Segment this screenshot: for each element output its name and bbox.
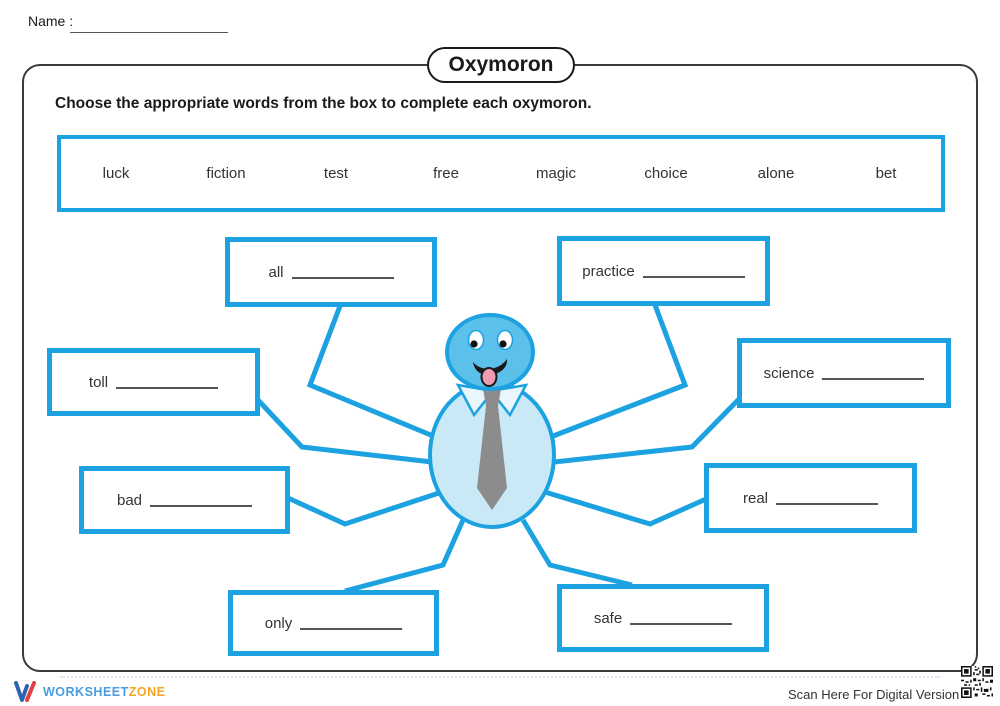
print-artifact-dots [60, 676, 940, 678]
answer-blank[interactable] [630, 612, 733, 625]
answer-box-bad: bad [79, 466, 290, 534]
word-bank-item: free [433, 165, 459, 182]
page-title: Oxymoron [427, 47, 575, 83]
answer-label: real [742, 489, 768, 507]
answer-box-science: science [737, 338, 951, 408]
answer-label: practice [582, 262, 635, 280]
word-bank: luck fiction test free magic choice alon… [57, 135, 945, 212]
worksheetzone-logo-icon [14, 681, 36, 702]
answer-label: toll [88, 373, 109, 391]
answer-blank[interactable] [776, 492, 878, 505]
brand-logo: WORKSHEETZONE [14, 681, 165, 702]
instruction-text: Choose the appropriate words from the bo… [55, 95, 592, 112]
answer-label: science [763, 364, 815, 382]
answer-blank[interactable] [822, 367, 925, 380]
brand-zone-text: ZONE [128, 684, 166, 699]
answer-blank[interactable] [300, 617, 403, 630]
answer-box-practice: practice [557, 236, 770, 306]
brand-worksheet-text: WORKSHEET [43, 684, 129, 699]
word-bank-item: test [323, 165, 349, 182]
answer-blank[interactable] [150, 494, 253, 507]
answer-box-all: all [225, 237, 437, 307]
word-bank-item: magic [535, 165, 576, 182]
answer-label: only [264, 614, 293, 632]
answer-box-only: only [228, 590, 439, 656]
name-input-line[interactable] [70, 32, 228, 33]
answer-box-safe: safe [557, 584, 769, 652]
word-bank-item: fiction [206, 165, 246, 182]
answer-box-real: real [704, 463, 917, 533]
answer-label: safe [593, 609, 623, 627]
answer-label: bad [116, 491, 143, 509]
name-label: Name : [28, 13, 74, 29]
word-bank-item: luck [102, 165, 130, 182]
scan-here-text: Scan Here For Digital Version [788, 687, 960, 702]
answer-blank[interactable] [116, 376, 219, 389]
answer-box-toll: toll [47, 348, 260, 416]
word-bank-item: alone [757, 165, 795, 182]
word-bank-item: choice [644, 165, 688, 182]
qr-code [961, 666, 993, 698]
answer-blank[interactable] [642, 265, 745, 278]
word-bank-item: bet [875, 165, 897, 182]
answer-label: all [268, 263, 284, 281]
answer-blank[interactable] [291, 266, 394, 279]
